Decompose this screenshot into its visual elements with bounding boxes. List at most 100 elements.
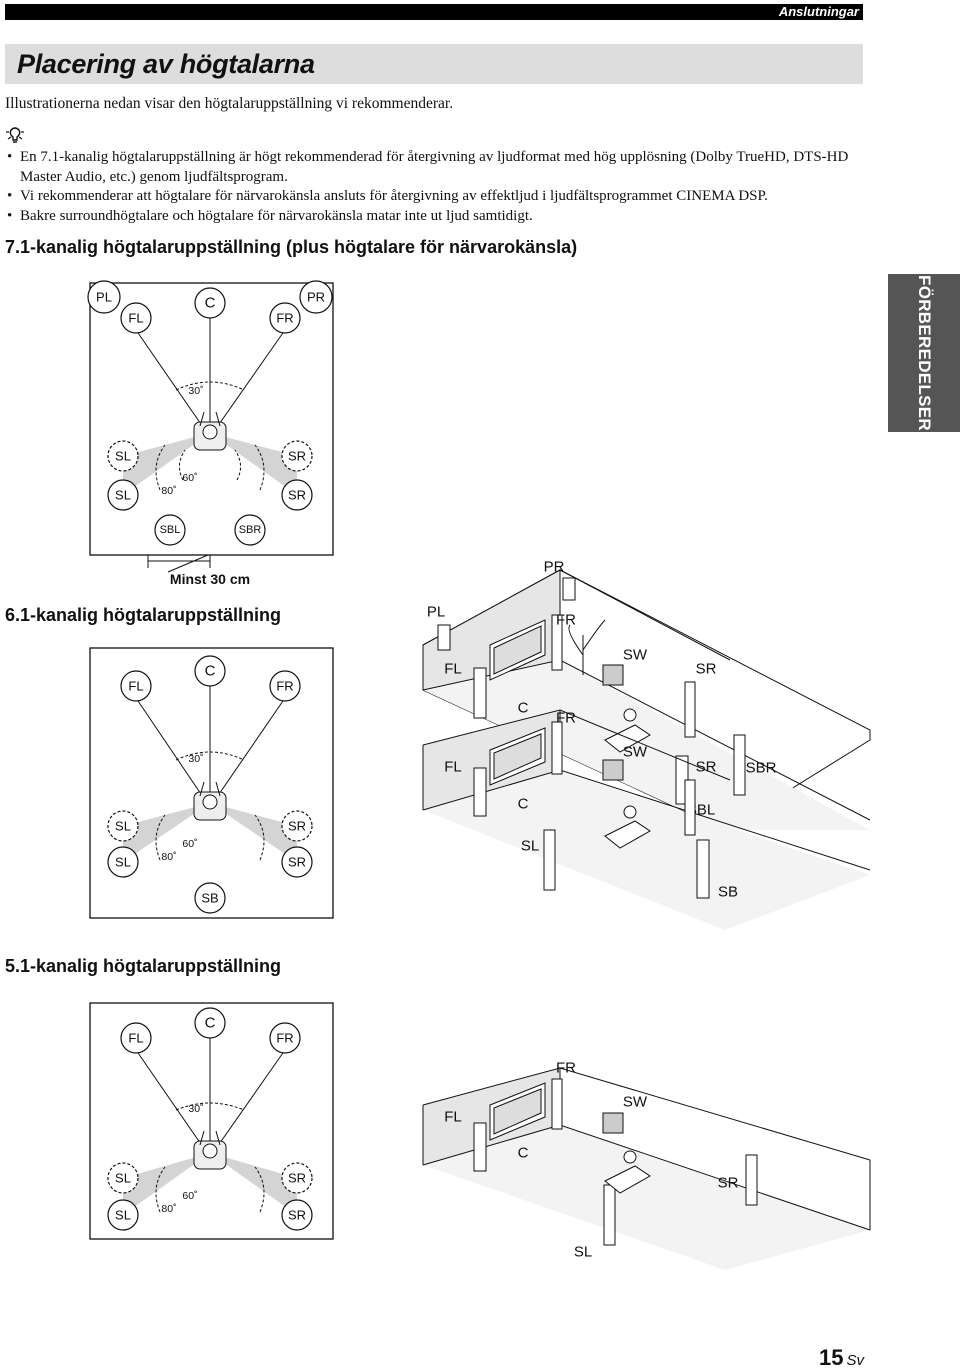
speaker-sr-1: [281, 1162, 313, 1194]
speaker-sl-1: [107, 1162, 139, 1194]
diagram-7-1: PL PR C FL FR SL SL SR SR SBL SBR 30˚ 60…: [87, 280, 871, 831]
lbl-60: 60˚: [182, 838, 197, 850]
speaker-c: [194, 287, 226, 319]
diagram-5-1: C FL FR SL SL SR SR 30˚ 60˚ 80˚ FR FL SW…: [89, 1002, 871, 1270]
sl-zone: [123, 433, 210, 495]
lbl-fl: FL: [128, 311, 143, 326]
lbl-room-fr: FR: [556, 612, 576, 629]
lbl-room-sr: SR: [696, 661, 717, 678]
tv-icon: [489, 1082, 546, 1141]
lbl-room-sbr: SBR: [746, 760, 777, 777]
lbl-sb: SB: [201, 891, 218, 906]
lbl-sl: SL: [115, 819, 131, 834]
section-heading-6-1: 6.1-kanalig högtalaruppställning: [5, 605, 282, 625]
lbl-room-c: C: [518, 1145, 529, 1162]
speaker-fl: [120, 1022, 152, 1054]
note-item: Vi rekommenderar att högtalare för närva…: [5, 187, 865, 207]
lbl-c: C: [205, 1015, 216, 1032]
room-outline: [89, 647, 334, 919]
note-item: En 7.1-kanalig högtalaruppställning är h…: [5, 148, 865, 187]
lbl-room-pl: PL: [427, 604, 445, 621]
lbl-sl: SL: [115, 488, 131, 503]
sr-zone: [210, 433, 297, 495]
lbl-sbl: SBL: [160, 524, 181, 536]
diagram-6-1: C FL FR SL SL SR SR SB 30˚ 60˚ 80˚ FR FL…: [89, 647, 871, 930]
lbl-sr: SR: [288, 488, 306, 503]
lbl-room-c: C: [518, 796, 529, 813]
lbl-sr: SR: [288, 1208, 306, 1223]
page-number-value: 15: [819, 1345, 844, 1370]
section-name: Anslutningar: [778, 4, 859, 19]
header-bar: Anslutningar: [5, 4, 863, 20]
tv-icon: [489, 619, 546, 681]
listener-icon: [193, 411, 227, 451]
lbl-pl: PL: [96, 290, 112, 305]
lbl-sr: SR: [288, 1171, 306, 1186]
lbl-sl: SL: [115, 1171, 131, 1186]
speaker-sl-2: [107, 1199, 139, 1231]
lbl-room-sw: SW: [623, 647, 648, 664]
speaker-tower-icon: [473, 721, 710, 899]
intro-text: Illustrationerna nedan visar den högtala…: [5, 95, 454, 112]
armchair-icon: [604, 708, 651, 753]
lbl-room-fl: FL: [444, 1109, 462, 1126]
lbl-minst: Minst 30 cm: [170, 571, 250, 587]
lbl-room-sl: SL: [521, 838, 539, 855]
lbl-sl: SL: [115, 1208, 131, 1223]
lbl-sr: SR: [288, 855, 306, 870]
speaker-sr-1: [281, 440, 313, 472]
armchair-icon: [604, 1150, 651, 1194]
lbl-sbr: SBR: [239, 524, 262, 536]
lbl-30: 30˚: [188, 753, 203, 765]
room-outline: [89, 1002, 334, 1240]
speaker-tower-icon: [473, 1078, 758, 1246]
plant-icon: [568, 619, 606, 675]
lbl-room-sw: SW: [623, 1094, 648, 1111]
speaker-sr-2: [281, 479, 313, 511]
speaker-sr-2: [281, 846, 313, 878]
lbl-pr: PR: [307, 290, 325, 305]
speaker-sbl: [154, 514, 186, 546]
lbl-fl: FL: [128, 1031, 143, 1046]
speaker-fl: [120, 302, 152, 334]
lbl-fr: FR: [276, 1031, 293, 1046]
speaker-sl-1: [107, 440, 139, 472]
speaker-sb: [194, 882, 226, 914]
chapter-tab[interactable]: FÖRBEREDELSER: [888, 274, 960, 432]
lbl-room-sw: SW: [623, 744, 648, 761]
speaker-fr: [269, 670, 301, 702]
lbl-60: 60˚: [182, 472, 197, 484]
lbl-c: C: [205, 663, 216, 680]
armchair-icon: [604, 805, 651, 849]
listener-icon: [193, 1130, 227, 1170]
speaker-pr: [299, 280, 333, 314]
lbl-sr: SR: [288, 449, 306, 464]
chapter-tab-label: FÖRBEREDELSER: [915, 275, 934, 431]
lbl-c: C: [205, 295, 216, 312]
lbl-room-fr: FR: [556, 710, 576, 727]
section-heading-5-1: 5.1-kanalig högtalaruppställning: [5, 956, 282, 976]
lbl-fr: FR: [276, 679, 293, 694]
lbl-30: 30˚: [188, 1103, 203, 1115]
lbl-sl: SL: [115, 449, 131, 464]
lightbulb-icon: [6, 127, 24, 143]
lbl-30: 30˚: [188, 385, 203, 397]
lbl-room-fr: FR: [556, 1060, 576, 1077]
lbl-80: 80˚: [161, 851, 176, 863]
note-item: Bakre surroundhögtalare och högtalare fö…: [5, 207, 865, 227]
lbl-room-pr: PR: [544, 559, 565, 576]
lbl-room-fl: FL: [444, 759, 462, 776]
page-title: Placering av högtalarna: [17, 49, 315, 79]
lbl-sl: SL: [115, 855, 131, 870]
lbl-80: 80˚: [161, 1203, 176, 1215]
lbl-room-sl: SL: [574, 1244, 592, 1261]
speaker-c: [194, 1007, 226, 1039]
speaker-sl-1: [107, 810, 139, 842]
page-lang: Sv: [846, 1352, 864, 1369]
speaker-sr-2: [281, 1199, 313, 1231]
room-outline: [89, 282, 334, 556]
section-heading-7-1: 7.1-kanalig högtalaruppställning (plus h…: [5, 237, 578, 257]
speaker-sr-1: [281, 810, 313, 842]
lbl-room-sr: SR: [718, 1175, 739, 1192]
